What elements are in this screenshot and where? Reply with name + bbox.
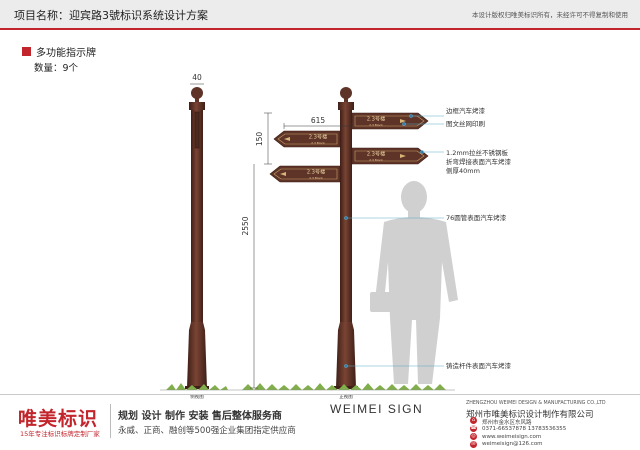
front-view-pole — [334, 87, 358, 389]
sign-4-sub-label: 2.3 Block — [309, 176, 323, 180]
sign-2-sub-label: 2.3 Block — [311, 141, 325, 145]
project-title: 项目名称：迎宾路3號标识系统设计方案 — [14, 9, 208, 22]
service-slogan: 规划 设计 制作 安装 售后整体服务商 — [118, 411, 282, 422]
company-phone: 0371-66537878 13783536355 — [482, 426, 567, 432]
annot-thickness: 侧厚40mm — [446, 166, 480, 175]
side-view-pole — [185, 87, 209, 389]
dim-pole-height: 2550 — [241, 216, 250, 235]
copyright-notice: 本设计版权归唯美标识所有，未经许可不得复制和使用 — [472, 11, 628, 19]
sign-1-sub-label: 2.3 Block — [369, 123, 383, 127]
annot-pipe-paint: 76圆管表面汽车烤漆 — [446, 213, 507, 222]
logo-tagline: 15年专注标识标牌定制厂家 — [20, 430, 100, 438]
company-name-cn: 郑州市唯美标识设计制作有限公司 — [466, 410, 594, 420]
sign-4-main-label: 2.3号楼 — [307, 168, 326, 176]
supplier-slogan: 永威、正商、融创等500强企业集团指定供应商 — [118, 426, 296, 436]
phone-icon: ☎ — [470, 425, 477, 432]
website-icon: ◎ — [470, 433, 477, 440]
sign-1-main-label: 2.3号楼 — [367, 115, 386, 123]
address-icon: ⌂ — [470, 417, 477, 424]
annotation-texts: 边框汽车烤漆 图文丝网印刷 1.2mm拉丝不锈钢板 折弯焊接表面汽车烤漆 侧厚4… — [446, 106, 512, 370]
direction-sign-2: 2.3号楼 2.3 Block — [273, 130, 341, 148]
company-name-en: ZHENGZHOU WEIMEI DESIGN & MANUFACTURING … — [466, 401, 606, 406]
header-accent-line — [0, 28, 640, 30]
annot-welded: 折弯焊接表面汽车烤漆 — [446, 157, 512, 166]
footer-vertical-divider — [110, 404, 111, 438]
side-view-label: 侧视图 — [190, 393, 204, 400]
sign-2-main-label: 2.3号楼 — [309, 133, 328, 141]
annot-screen-print: 图文丝网印刷 — [446, 119, 485, 128]
company-logo: 唯美标识 — [18, 408, 99, 430]
dim-sign-height: 150 — [255, 132, 264, 147]
sign-3-sub-label: 2.3 Block — [369, 158, 383, 162]
section-heading: 多功能指示牌 — [22, 44, 96, 59]
section-title: 多功能指示牌 — [36, 48, 96, 59]
annot-steel-plate: 1.2mm拉丝不锈钢板 — [446, 148, 509, 157]
quantity-label: 数量：9个 — [34, 63, 79, 74]
dim-arm-length: 615 — [311, 116, 326, 125]
company-address: 郑州市金水区东风路 — [482, 420, 532, 426]
dimension-lines — [190, 83, 353, 389]
annot-frame-paint: 边框汽车烤漆 — [446, 106, 486, 115]
email-icon: ✉ — [470, 441, 477, 448]
direction-sign-4: 2.3号楼 2.3 Block — [269, 165, 341, 183]
annotation-leaders — [344, 114, 444, 368]
brand-watermark: WEIMEI SIGN — [330, 402, 424, 416]
footer-divider-line — [0, 394, 640, 395]
sign-3-main-label: 2.3号楼 — [367, 150, 386, 158]
company-email[interactable]: weimeisign@126.com — [482, 441, 543, 447]
annot-cast-pole: 铸造杆件表面汽车烤漆 — [446, 361, 512, 370]
bullet-square-icon — [22, 47, 31, 56]
human-silhouette — [370, 181, 458, 384]
grass-ground — [166, 383, 450, 390]
header-bar: 项目名称：迎宾路3號标识系统设计方案 本设计版权归唯美标识所有，未经许可不得复制… — [0, 0, 640, 28]
direction-sign-3: 2.3号楼 2.3 Block — [351, 147, 429, 165]
company-website[interactable]: www.weimeisign.com — [482, 434, 542, 440]
front-view-label: 正视图 — [339, 393, 353, 400]
direction-sign-1: 2.3号楼 2.3 Block — [351, 112, 429, 130]
dim-top-width: 40 — [192, 73, 202, 82]
